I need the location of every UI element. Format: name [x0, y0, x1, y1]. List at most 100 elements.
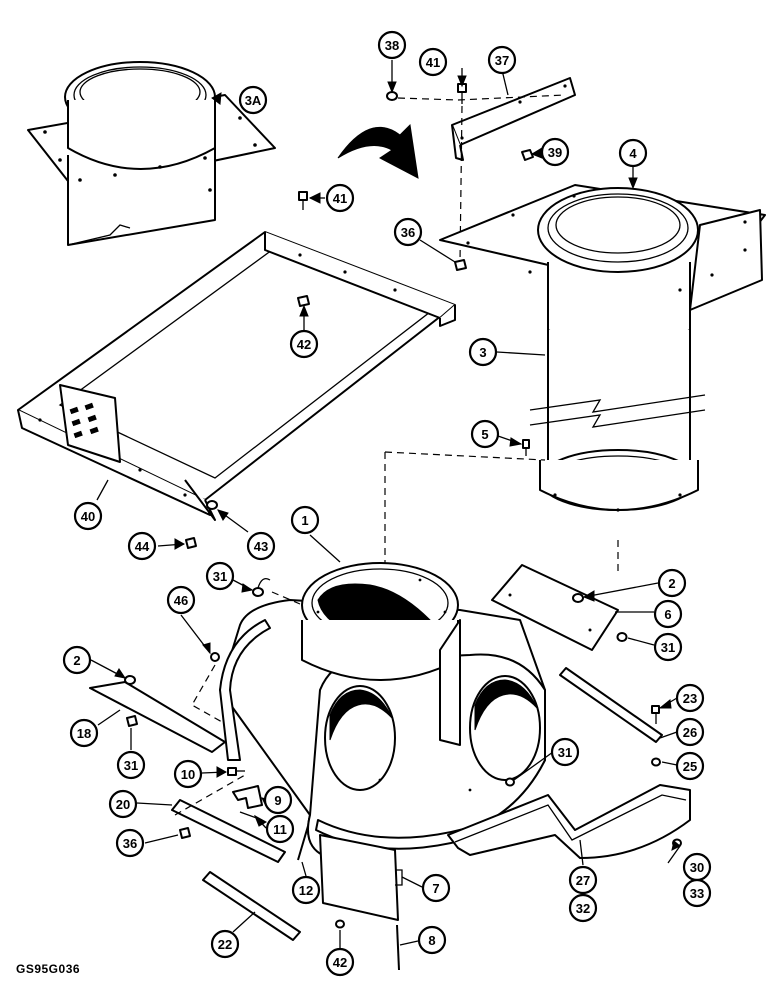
- callout-42-frame: 42: [289, 329, 319, 359]
- callout-31-lower: 31: [550, 737, 580, 767]
- svg-text:6: 6: [664, 607, 671, 622]
- callout-1: 1: [290, 505, 320, 535]
- callout-23: 23: [675, 683, 705, 713]
- callout-33: 33: [682, 878, 712, 908]
- svg-text:4: 4: [629, 146, 637, 161]
- callout-11: 11: [265, 814, 295, 844]
- fastener-42-nut-lower: [335, 919, 345, 929]
- svg-text:30: 30: [690, 860, 704, 875]
- svg-text:46: 46: [174, 593, 188, 608]
- svg-text:32: 32: [576, 901, 590, 916]
- svg-text:12: 12: [299, 883, 313, 898]
- svg-text:40: 40: [81, 509, 95, 524]
- part-26-strap: [559, 667, 663, 743]
- fastener-36-nut-top: [454, 259, 467, 271]
- svg-text:31: 31: [661, 640, 675, 655]
- fastener-39-nut: [521, 149, 534, 161]
- callout-41-frame: 41: [325, 183, 355, 213]
- callout-18: 18: [69, 718, 99, 748]
- fastener-31-nut-lower: [505, 777, 515, 787]
- callout-41-top: 41: [418, 47, 448, 77]
- fastener-10-bolt: [227, 767, 245, 776]
- fastener-31-nut-left: [126, 715, 138, 727]
- svg-text:11: 11: [273, 822, 287, 837]
- part-20-rail: [171, 799, 286, 863]
- part-1-transition: [219, 562, 546, 861]
- callout-37: 37: [487, 45, 517, 75]
- callout-26: 26: [675, 717, 705, 747]
- callout-8: 8: [417, 925, 447, 955]
- fastener-43-bolt: [206, 500, 218, 510]
- callout-22: 22: [210, 929, 240, 959]
- svg-text:26: 26: [683, 725, 697, 740]
- fastener-5-screw: [522, 439, 530, 456]
- fastener-36-nut-lower: [179, 827, 191, 839]
- part-4-flange-duct: [439, 184, 766, 349]
- svg-text:42: 42: [297, 337, 311, 352]
- part-9-clip: [232, 785, 263, 809]
- part-8-rod: [396, 924, 400, 971]
- svg-text:37: 37: [495, 53, 509, 68]
- svg-text:22: 22: [218, 937, 232, 952]
- callout-40: 40: [73, 501, 103, 531]
- svg-text:3A: 3A: [245, 93, 262, 108]
- callout-43: 43: [246, 531, 276, 561]
- part-37-bracket: [451, 77, 576, 161]
- svg-text:1: 1: [301, 513, 308, 528]
- svg-text:43: 43: [254, 539, 268, 554]
- fastener-42-nut-frame: [297, 295, 310, 307]
- callout-44: 44: [127, 531, 157, 561]
- svg-text:10: 10: [181, 767, 195, 782]
- callout-2-right: 2: [657, 568, 687, 598]
- callout-25: 25: [675, 751, 705, 781]
- svg-text:42: 42: [333, 955, 347, 970]
- svg-text:39: 39: [548, 145, 562, 160]
- part-18-side-plate: [89, 681, 226, 753]
- svg-text:9: 9: [274, 793, 281, 808]
- callout-32: 32: [568, 893, 598, 923]
- callout-38: 38: [377, 30, 407, 60]
- fastener-2-screw-left: [124, 675, 136, 685]
- svg-text:31: 31: [213, 569, 227, 584]
- callout-36-top: 36: [393, 217, 423, 247]
- callout-20: 20: [108, 789, 138, 819]
- part-3a-duct: [27, 61, 276, 246]
- fastener-31-nut-top: [252, 577, 271, 597]
- drawing-code: GS95G036: [16, 962, 81, 976]
- part-6-cover-plate: [491, 564, 619, 651]
- svg-text:5: 5: [481, 427, 488, 442]
- svg-text:41: 41: [333, 191, 347, 206]
- callout-31-left: 31: [116, 750, 146, 780]
- callout-12: 12: [291, 875, 321, 905]
- svg-text:2: 2: [668, 576, 675, 591]
- direction-arrow: [337, 123, 419, 179]
- callout-27: 27: [568, 865, 598, 895]
- callout-46: 46: [166, 585, 196, 615]
- callout-9: 9: [263, 785, 293, 815]
- svg-text:20: 20: [116, 797, 130, 812]
- callout-31-right: 31: [653, 632, 683, 662]
- svg-text:2: 2: [73, 653, 80, 668]
- callout-3: 3: [468, 337, 498, 367]
- fastener-25-nut: [651, 757, 661, 767]
- fastener-46-bolt: [210, 652, 220, 662]
- callout-10: 10: [173, 759, 203, 789]
- fastener-44-nut: [185, 537, 197, 549]
- callout-7: 7: [421, 873, 451, 903]
- part-22-link: [202, 871, 301, 941]
- fastener-31-nut-right: [616, 632, 628, 642]
- part-3-tube: [529, 330, 706, 512]
- callout-5: 5: [470, 419, 500, 449]
- svg-text:8: 8: [428, 933, 435, 948]
- svg-text:36: 36: [123, 836, 137, 851]
- part-12-rod: [297, 825, 309, 861]
- part-27-lower-bracket: [447, 784, 691, 859]
- fastener-41-bolt-frame: [298, 191, 308, 210]
- svg-text:33: 33: [690, 886, 704, 901]
- leader-lines: [90, 60, 681, 948]
- svg-text:36: 36: [401, 225, 415, 240]
- callout-42-lower: 42: [325, 947, 355, 977]
- part-7-panel: [319, 834, 403, 921]
- svg-text:18: 18: [77, 726, 91, 741]
